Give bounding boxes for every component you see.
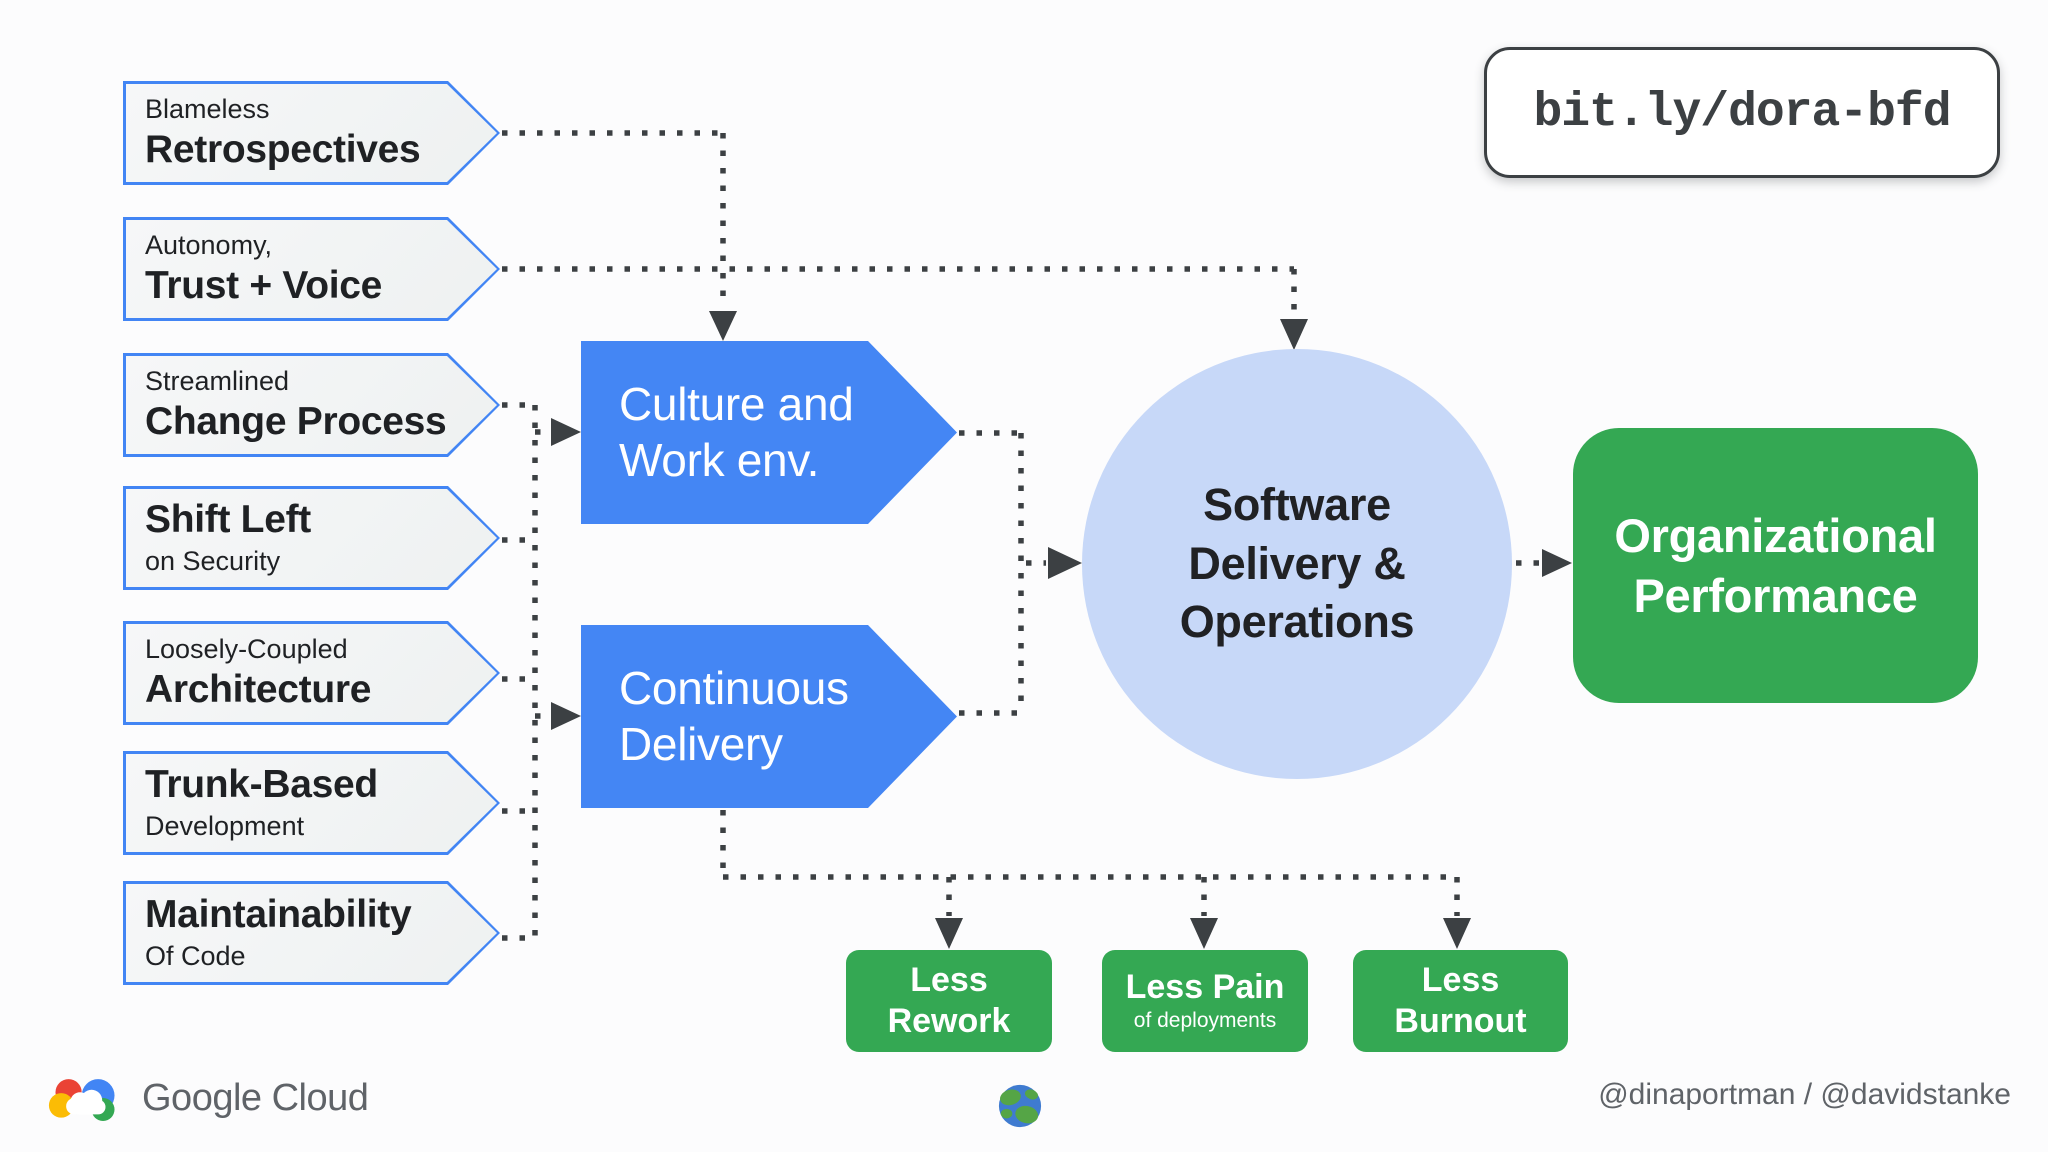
benefit-less-pain-deployments: Less Pain of deployments (1102, 950, 1308, 1052)
capability-blameless-retrospectives: Blameless Retrospectives (123, 81, 500, 185)
hub-line2: Delivery & (1188, 537, 1406, 589)
benefit-line2: Burnout (1394, 1002, 1527, 1040)
capability-line2: on Security (145, 546, 281, 577)
capability-streamlined-change-process: Streamlined Change Process (123, 353, 500, 457)
capability-shape (126, 754, 497, 852)
capability-shift-left-security: Shift Left on Security (123, 486, 500, 590)
brand-google-cloud: Google Cloud (44, 1068, 369, 1128)
capability-autonomy-trust-voice: Autonomy, Trust + Voice (123, 217, 500, 321)
capability-shape (126, 356, 497, 454)
author-credits: @dinaportman / @davidstanke (1598, 1078, 2011, 1111)
capability-line2: Retrospectives (145, 127, 421, 171)
driver-continuous-delivery: Continuous Delivery (581, 625, 957, 808)
outcome-line1: Organizational (1614, 508, 1937, 562)
capability-line1: Trunk-Based (145, 763, 378, 807)
capability-shape (126, 220, 497, 318)
hub-line3: Operations (1179, 596, 1415, 648)
outcome-organizational-performance: Organizational Performance (1573, 428, 1978, 703)
capability-line1: Blameless (145, 94, 270, 125)
capability-line2: Architecture (145, 667, 372, 711)
capability-shape (126, 84, 497, 182)
capability-loosely-coupled-architecture: Loosely-Coupled Architecture (123, 621, 500, 725)
arrowhead-into-hub-left (1048, 547, 1082, 579)
benefit-line1: Less Pain (1125, 968, 1285, 1007)
capability-line1: Shift Left (145, 498, 311, 542)
globe-avatar-icon (998, 1084, 1042, 1128)
benefit-line2: of deployments (1133, 1009, 1277, 1033)
benefit-less-burnout: Less Burnout (1353, 950, 1568, 1052)
driver-line1: Culture and (619, 378, 854, 431)
capability-line1: Streamlined (145, 366, 290, 397)
arrowhead-into-outcome (1542, 549, 1572, 577)
benefit-line1: Less (910, 961, 988, 1000)
capability-shape (126, 489, 497, 587)
arrowhead-into-culture-top (709, 311, 737, 341)
benefit-less-rework: Less Rework (846, 950, 1052, 1052)
arrowhead-into-pain (1190, 918, 1218, 949)
capability-line1: Maintainability (145, 893, 412, 937)
link-badge-text: bit.ly/dora-bfd (1533, 85, 1951, 140)
outcome-line2: Performance (1633, 568, 1918, 622)
arrowhead-into-culture-left (551, 418, 581, 446)
link-badge: bit.ly/dora-bfd (1484, 47, 2000, 178)
arrowhead-into-cd-left (551, 702, 581, 730)
driver-line2: Delivery (619, 717, 783, 770)
capability-trunk-based-development: Trunk-Based Development (123, 751, 500, 855)
capability-shape (126, 884, 497, 982)
google-cloud-logo-icon (48, 1079, 115, 1121)
driver-line1: Continuous (619, 662, 849, 715)
capability-line1: Autonomy, (145, 230, 273, 261)
benefit-line2: Rework (887, 1002, 1011, 1040)
capability-line2: Trust + Voice (145, 263, 383, 307)
capability-maintainability-of-code: Maintainability Of Code (123, 881, 500, 985)
benefit-line1: Less (1421, 961, 1500, 1000)
arrowhead-into-burnout (1443, 918, 1471, 949)
hub-line1: Software (1203, 479, 1391, 531)
arrowhead-into-hub-top (1280, 319, 1308, 350)
capability-line1: Loosely-Coupled (145, 634, 348, 665)
brand-wordmark: Google Cloud (142, 1076, 369, 1119)
capability-line2: Change Process (145, 399, 447, 443)
arrowhead-into-rework (935, 918, 963, 949)
capability-line2: Development (145, 811, 305, 842)
capability-line2: Of Code (145, 941, 246, 972)
capability-shape (126, 624, 497, 722)
driver-line2: Work env. (619, 433, 820, 486)
hub-software-delivery-operations: Software Delivery & Operations (1082, 349, 1512, 779)
driver-culture-work-env: Culture and Work env. (581, 341, 957, 524)
